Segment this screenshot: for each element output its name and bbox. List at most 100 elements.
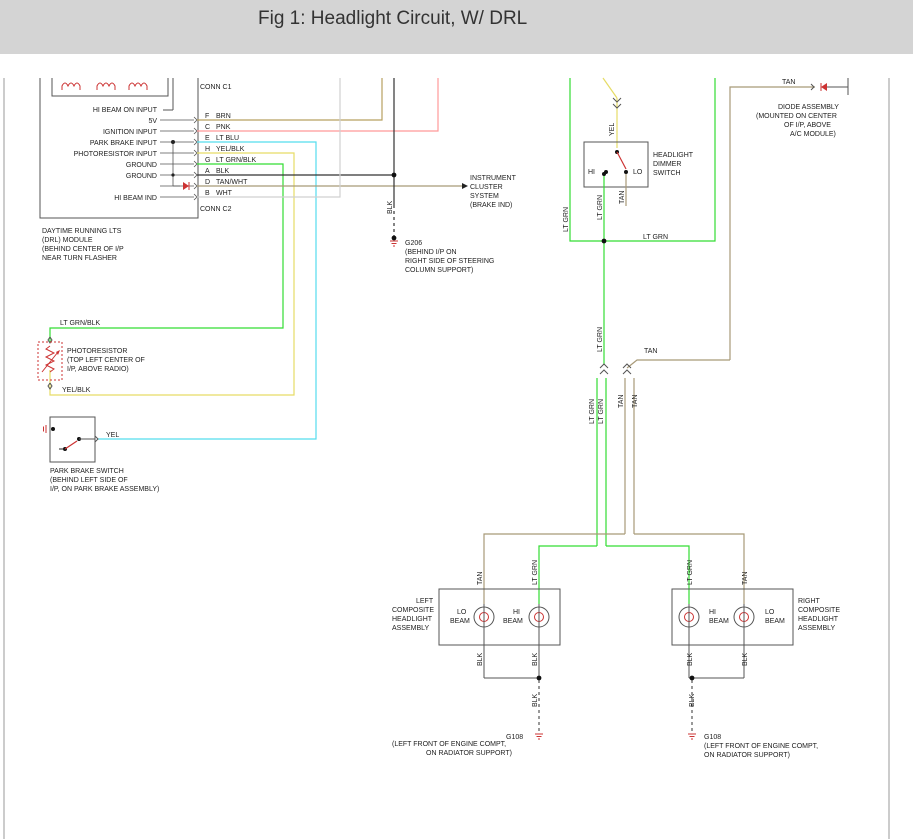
arrow-to-instrument-cluster xyxy=(462,183,468,189)
lo-beam-bulb-icon xyxy=(733,604,755,630)
dimmer-caption: HEADLIGHT xyxy=(653,152,694,159)
wire-brn xyxy=(197,78,383,121)
splice-dot xyxy=(391,172,397,178)
wire-label: LT GRN xyxy=(532,560,539,585)
splice-dot xyxy=(602,172,606,176)
conn-c2-label: CONN C2 xyxy=(200,206,232,213)
wire-lt-blu xyxy=(98,141,317,440)
module-label-ignition-input: IGNITION INPUT xyxy=(103,129,158,136)
dimmer-hi: HI xyxy=(588,169,595,176)
hi-beam-label: HI xyxy=(709,609,716,616)
module-label-ground-1: GROUND xyxy=(126,162,157,169)
g206-caption: COLUMN SUPPORT) xyxy=(405,267,473,274)
wire-pnk xyxy=(197,78,439,132)
left-headlight-caption: HEADLIGHT xyxy=(392,616,433,623)
dimmer-input-wire: YEL xyxy=(609,123,616,136)
wire-label: LT GRN xyxy=(563,207,570,232)
dimmer-lo: LO xyxy=(633,169,643,176)
connector-chevron xyxy=(599,363,609,369)
pin-wire-color: BRN xyxy=(216,113,231,120)
dimmer-caption: DIMMER xyxy=(653,161,681,168)
wire-label: LT GRN xyxy=(687,560,694,585)
module-wires xyxy=(49,78,462,440)
pin-letter: A xyxy=(205,168,210,175)
g206-caption: G206 xyxy=(405,240,422,247)
photoresistor-wire-bottom: YEL/BLK xyxy=(62,387,91,394)
wire-label: BLK xyxy=(689,693,696,707)
module-label-photoresistor-input: PHOTORESISTOR INPUT xyxy=(74,151,158,158)
ground-icon xyxy=(688,733,696,740)
wire-label: BLK xyxy=(477,652,484,666)
lo-beam-bulb-icon xyxy=(473,604,495,630)
wire-lt-grn-left-outer xyxy=(569,78,604,242)
wire-lt-grn-right xyxy=(606,545,690,604)
hi-beam-bulb-icon xyxy=(528,604,550,630)
right-headlight-assembly: LT GRN TAN HI BEAM LO BEAM BLK BLK RIGHT… xyxy=(671,560,840,679)
wire-label: LT GRN xyxy=(598,399,605,424)
splice-dot xyxy=(601,238,607,244)
photoresistor-body xyxy=(37,341,63,381)
right-headlight-caption: RIGHT xyxy=(798,598,821,605)
g206-caption: (BEHIND I/P ON xyxy=(405,249,457,256)
diode-caption: (MOUNTED ON CENTER xyxy=(756,113,837,120)
instrument-cluster-label: INSTRUMENT xyxy=(470,175,517,182)
dimmer-switch: YEL HI LO HEADLIGHT DIMMER SWITCH xyxy=(583,77,694,188)
park-brake-wire: YEL xyxy=(106,432,119,439)
wire-lt-grn-right-outer xyxy=(604,78,716,242)
module-label-hi-beam-on-input: HI BEAM ON INPUT xyxy=(93,107,158,114)
wire-label: TAN xyxy=(618,395,625,408)
wire-lt-grn-blk xyxy=(49,163,284,342)
diode-assembly: TAN DIODE ASSEMBLY (MOUNTED ON CENTER OF… xyxy=(729,78,849,360)
module-label-ground-2: GROUND xyxy=(126,173,157,180)
diode-caption: DIODE ASSEMBLY xyxy=(778,104,839,111)
wire-tan-right xyxy=(634,533,745,604)
diode-caption: OF I/P, ABOVE xyxy=(784,122,831,129)
g108-right-caption: ON RADIATOR SUPPORT) xyxy=(704,752,790,759)
wire-tan-left xyxy=(483,533,625,604)
pin-letter: B xyxy=(205,190,210,197)
photoresistor-wire-top: LT GRN/BLK xyxy=(60,320,101,327)
connector-chevron xyxy=(599,369,609,375)
right-headlight-caption: HEADLIGHT xyxy=(798,616,839,623)
wire-label: TAN xyxy=(644,348,657,355)
lo-beam-label: BEAM xyxy=(765,618,785,625)
wire-label: TAN xyxy=(477,572,484,585)
module-caption-line: NEAR TURN FLASHER xyxy=(42,255,117,262)
connector-chevron xyxy=(622,363,632,369)
pin-wire-color: LT GRN/BLK xyxy=(216,157,257,164)
wire-label: TAN xyxy=(742,572,749,585)
g108-right-caption: G108 xyxy=(704,734,721,741)
pin-letter: C xyxy=(205,124,210,131)
wire-lt-grn-left xyxy=(538,545,597,604)
instrument-cluster-label: CLUSTER xyxy=(470,184,503,191)
ground-icon xyxy=(535,733,543,740)
module-label-hi-beam-ind: HI BEAM IND xyxy=(114,195,157,202)
connector-chevron xyxy=(622,369,632,375)
module-label-5v: 5V xyxy=(148,118,157,125)
instrument-cluster-label: SYSTEM xyxy=(470,193,499,200)
relay-coils xyxy=(61,82,148,90)
pin-wire-color: PNK xyxy=(216,124,231,131)
pin-letter: D xyxy=(205,179,210,186)
header-bar: Fig 1: Headlight Circuit, W/ DRL xyxy=(0,0,913,54)
photoresistor: LT GRN/BLK PHOTORESISTOR (TOP LEFT CENTE… xyxy=(37,320,145,394)
diode-icon xyxy=(821,83,827,91)
wire-label: TAN xyxy=(619,191,626,204)
g108-right-caption: (LEFT FRONT OF ENGINE COMPT, xyxy=(704,743,818,750)
pin-wire-color: BLK xyxy=(216,168,230,175)
left-headlight-caption: ASSEMBLY xyxy=(392,625,430,632)
lo-beam-label: LO xyxy=(457,609,467,616)
hi-beam-label: HI xyxy=(513,609,520,616)
module-caption-line: (BEHIND CENTER OF I/P xyxy=(42,246,124,253)
park-brake-caption: PARK BRAKE SWITCH xyxy=(50,468,124,475)
park-brake-caption: I/P, ON PARK BRAKE ASSEMBLY) xyxy=(50,486,159,493)
page-title: Fig 1: Headlight Circuit, W/ DRL xyxy=(258,8,528,29)
conn-c1-label: CONN C1 xyxy=(200,84,232,91)
dimmer-caption: SWITCH xyxy=(653,170,681,177)
module-caption-line: (DRL) MODULE xyxy=(42,237,93,244)
wire-tan-diode xyxy=(626,359,730,369)
pin-wire-color: LT BLU xyxy=(216,135,239,142)
right-headlight-caption: COMPOSITE xyxy=(798,607,840,614)
pin-letter: H xyxy=(205,146,210,153)
pin-letter: E xyxy=(205,135,210,142)
